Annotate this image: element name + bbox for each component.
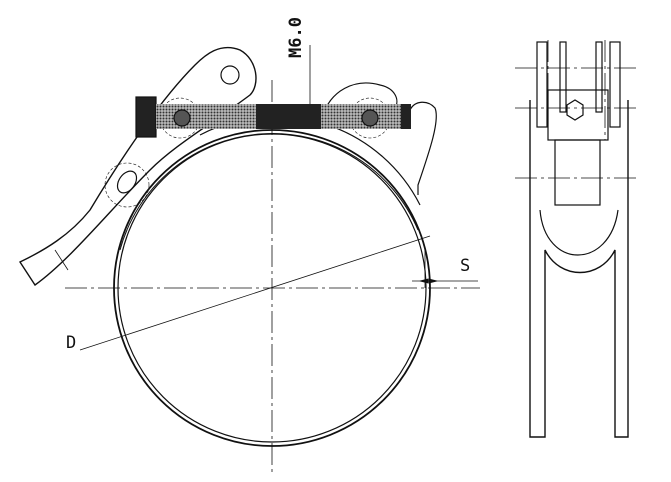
- thread-label: M6.0: [286, 17, 306, 58]
- bolt-head: [135, 96, 157, 138]
- bolt-thread: [156, 104, 256, 129]
- lever: [18, 46, 257, 286]
- slot-hole: [116, 170, 138, 194]
- diameter-label: D: [66, 333, 77, 353]
- thickness-dimension: [412, 250, 478, 288]
- hook: [321, 82, 437, 195]
- diameter-line: [79, 235, 431, 351]
- thickness-label: S: [460, 256, 471, 276]
- side-view: [529, 41, 629, 438]
- pivot-hole: [220, 65, 240, 85]
- hex-socket-icon: [566, 99, 584, 121]
